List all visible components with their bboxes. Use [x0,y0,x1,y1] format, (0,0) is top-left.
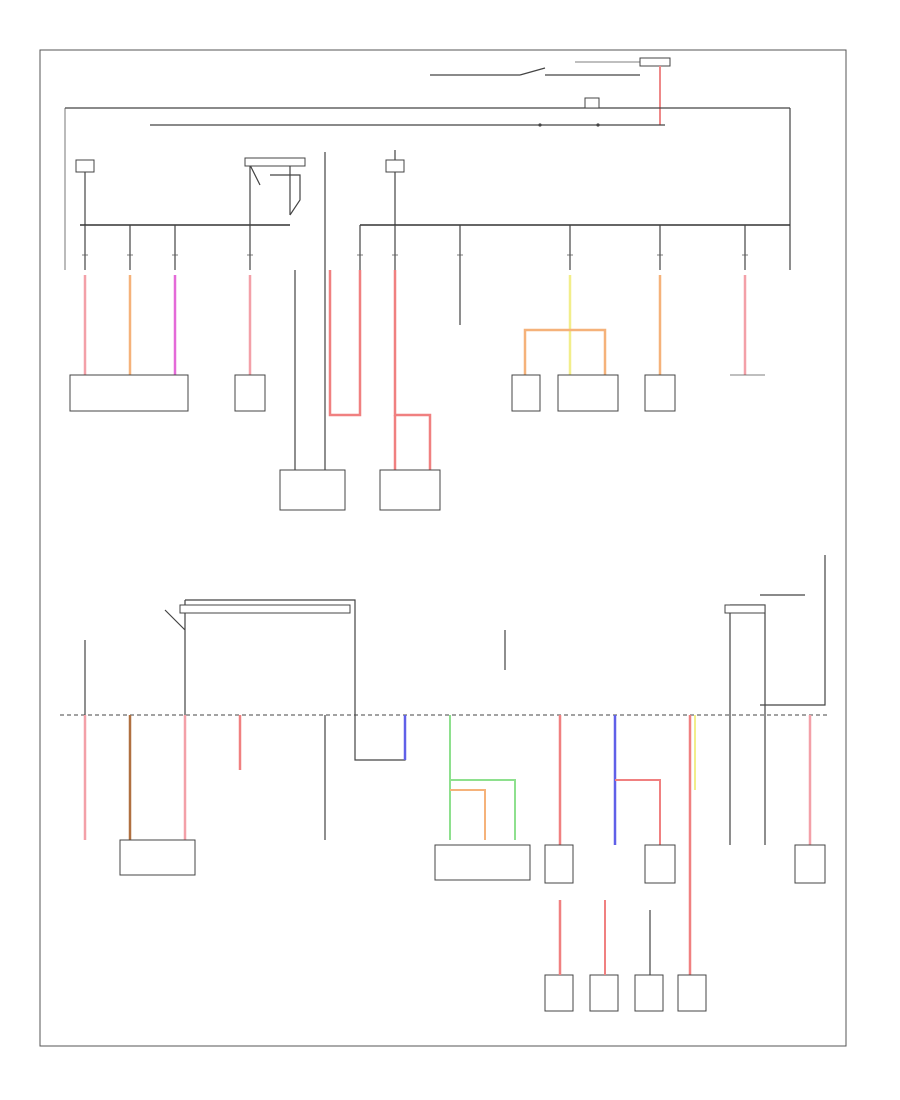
module-upper-left-1 [69,374,189,412]
module-lower-3 [544,844,574,884]
fuse-box-top [639,57,671,67]
relay-lower-right [724,604,766,614]
relay-top [584,97,600,109]
module-bottom-2 [589,974,619,1012]
lower-left-section [60,599,830,716]
upper-left-fuses [69,225,326,470]
upper-left-bus [75,152,326,226]
module-bottom-1 [544,974,574,1012]
module-bottom-4 [677,974,707,1012]
fusible-link-2 [385,159,405,173]
module-lower-5 [794,844,826,884]
module-right-1 [511,374,541,412]
diagram-border [39,49,847,1047]
lower-fuses [83,715,812,975]
module-center-2 [379,469,441,511]
module-lower-4 [644,844,676,884]
lower-right-section [504,555,826,715]
lower-modules [119,839,826,1012]
upper-right-bus [279,150,790,511]
module-lower-2 [434,844,531,881]
module-lower-1 [119,839,196,876]
relay-lower-left [179,604,351,614]
module-upper-left-2 [234,374,266,412]
module-bottom-3 [634,974,664,1012]
relay-upper-left [244,157,306,167]
top-feed-section [64,57,791,270]
module-right-3 [644,374,676,412]
module-center-1 [279,469,346,511]
module-right-2 [557,374,619,412]
fusible-link-1 [75,159,95,173]
